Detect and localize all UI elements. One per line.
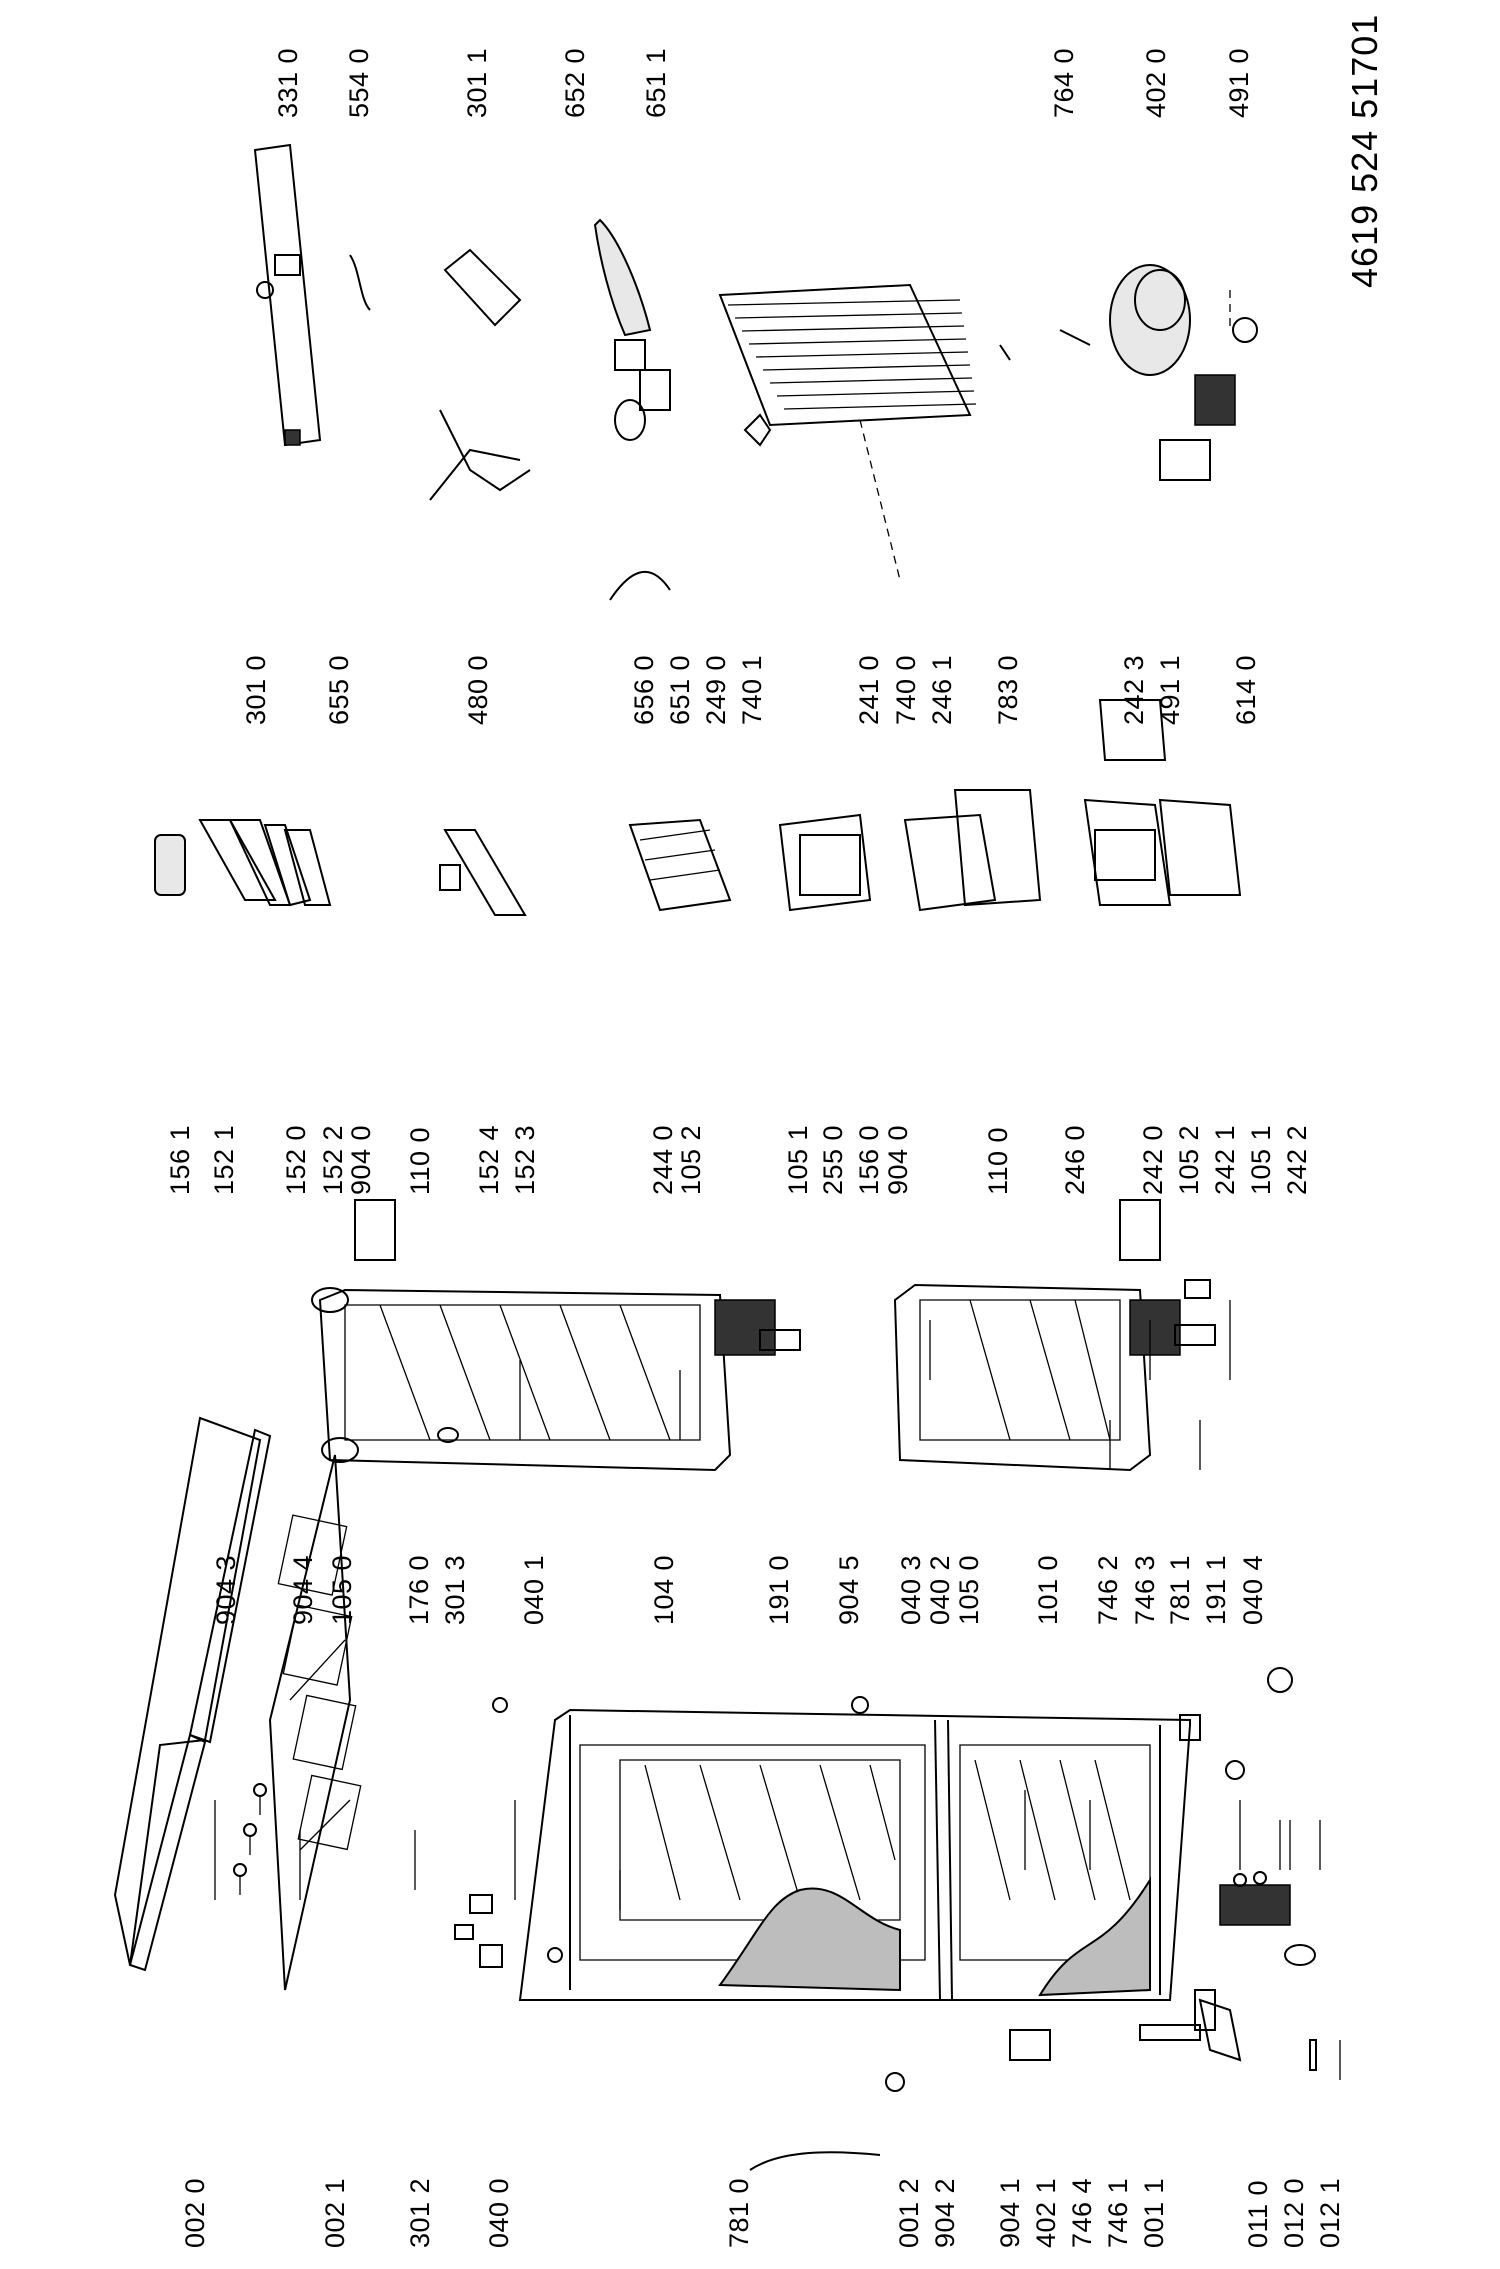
part-label: 156 0 [854,1124,884,1195]
part-label: 781 0 [724,2177,754,2248]
top-frame-part [268,1454,362,1991]
part-label: 040 0 [484,2177,514,2248]
lamp-assembly-part [593,218,671,601]
part-label: 904 0 [883,1124,913,1195]
part-label: 152 4 [474,1124,504,1195]
part-label: 012 1 [1315,2177,1345,2248]
part-label: 002 1 [320,2177,350,2248]
part-label: 740 0 [891,654,921,725]
upper-door-part [311,1199,1161,1472]
part-label: 746 1 [1103,2177,1133,2248]
part-label: 331 0 [273,47,303,118]
part-label: 554 0 [344,47,374,118]
part-label: 040 2 [925,1554,955,1625]
part-label: 105 1 [783,1124,813,1195]
part-label: 651 0 [665,654,695,725]
part-label: 402 0 [1141,47,1171,118]
part-label: 242 2 [1282,1124,1312,1195]
part-label: 656 0 [629,654,659,725]
top-screws [233,1783,267,1895]
part-label: 241 0 [854,654,884,725]
part-label: 012 0 [1279,2177,1309,2248]
part-label: 152 2 [318,1124,348,1195]
part-label: 301 3 [440,1554,470,1625]
shelves-and-baskets [628,699,1242,912]
part-label: 614 0 [1231,654,1261,725]
part-label: 104 0 [649,1554,679,1625]
part-label: 301 0 [241,654,271,725]
part-label: 904 5 [834,1554,864,1625]
part-label: 152 3 [510,1124,540,1195]
part-label: 655 0 [324,654,354,725]
part-label: 191 0 [764,1554,794,1625]
lower-door-part [893,1279,1216,1472]
part-label: 491 0 [1224,47,1254,118]
part-label: 105 2 [676,1124,706,1195]
part-label: 402 1 [1031,2177,1061,2248]
part-label: 040 4 [1238,1554,1268,1625]
door-bins [154,819,527,916]
part-label: 152 1 [209,1124,239,1195]
part-label: 101 0 [1033,1554,1063,1625]
part-label: 246 1 [927,654,957,725]
cabinet-part [518,1708,1191,2001]
part-label: 781 1 [1165,1554,1195,1625]
part-label: 040 1 [519,1554,549,1625]
part-label: 152 0 [281,1124,311,1195]
part-label: 904 3 [211,1554,241,1625]
part-label: 001 1 [1139,2177,1169,2248]
part-label: 244 0 [648,1124,678,1195]
part-label: 001 2 [894,2177,924,2248]
condenser-part [718,283,977,581]
part-label: 242 1 [1210,1124,1240,1195]
control-panel-part [253,143,531,501]
compressor-part [999,264,1258,481]
part-label: 904 1 [995,2177,1025,2248]
part-label: 740 1 [737,654,767,725]
top-cover-part [113,1416,272,1972]
part-label: 242 0 [1138,1124,1168,1195]
part-label: 301 1 [462,47,492,118]
part-label: 255 0 [818,1124,848,1195]
part-label: 105 0 [327,1554,357,1625]
part-label: 191 1 [1201,1554,1231,1625]
part-label: 156 1 [165,1124,195,1195]
part-label: 746 2 [1093,1554,1123,1625]
part-label: 002 0 [180,2177,210,2248]
part-label: 904 2 [930,2177,960,2248]
part-label: 651 1 [641,47,671,118]
part-label: 242 3 [1119,654,1149,725]
part-label: 110 0 [405,1126,435,1195]
part-label: 011 0 [1243,2179,1273,2248]
part-label: 652 0 [560,47,590,118]
part-label: 764 0 [1049,47,1079,118]
part-label: 176 0 [404,1554,434,1625]
part-label: 783 0 [993,654,1023,725]
part-label: 480 0 [463,654,493,725]
part-label: 746 3 [1130,1554,1160,1625]
part-label: 249 0 [701,654,731,725]
part-label: 746 4 [1067,2177,1097,2248]
part-label: 904 0 [346,1124,376,1195]
cabinet-fasteners [454,1667,1317,2171]
part-label: 246 0 [1060,1124,1090,1195]
part-label: 105 2 [1174,1124,1204,1195]
part-label: 040 3 [896,1554,926,1625]
part-label: 105 0 [954,1554,984,1625]
part-label: 301 2 [405,2177,435,2248]
part-label: 904 4 [288,1554,318,1625]
part-label: 105 1 [1246,1124,1276,1195]
part-label: 110 0 [983,1126,1013,1195]
document-number: 4619 524 51701 [1344,13,1385,288]
part-label: 491 1 [1155,654,1185,725]
leader-lines [214,1300,1341,2080]
